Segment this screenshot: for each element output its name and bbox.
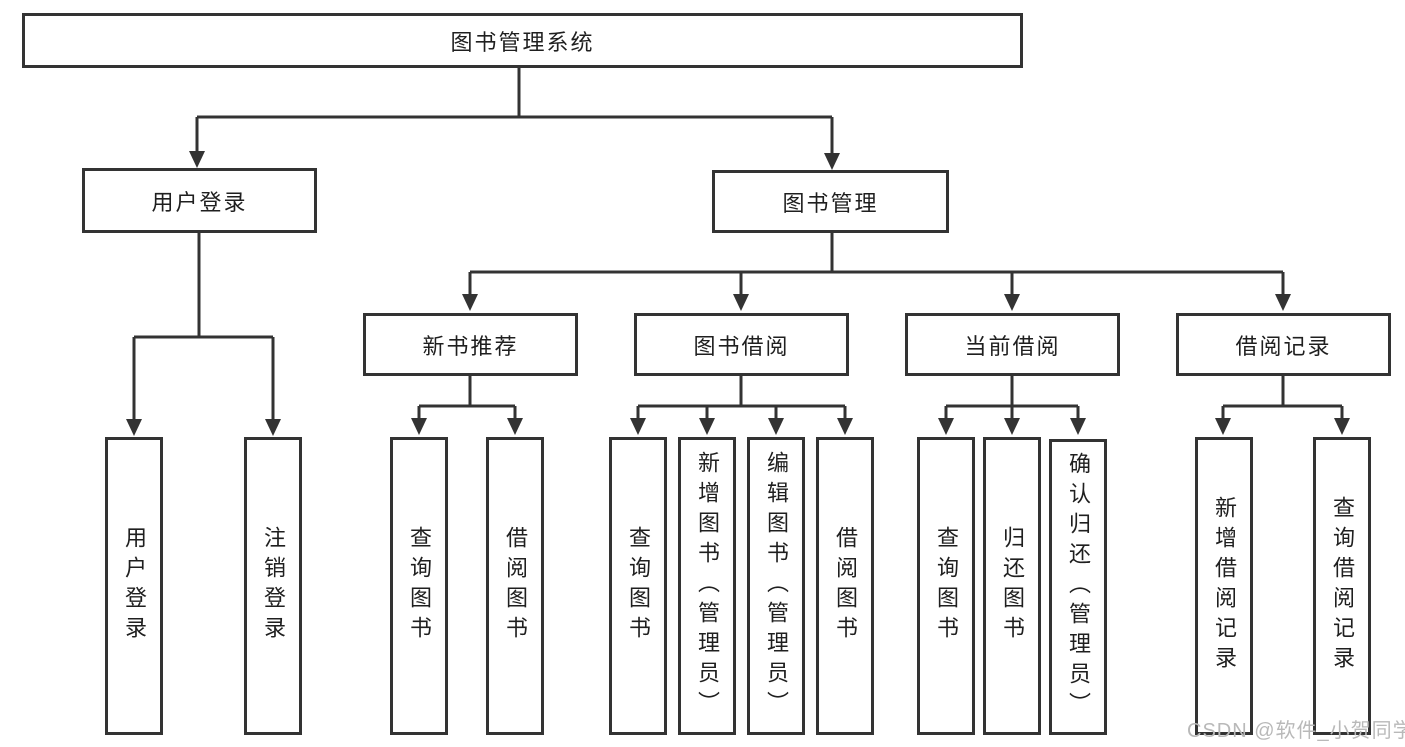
leaf-edit-book-admin-label: 编辑图书（管理员） <box>764 451 789 721</box>
leaf-logout: 注销登录 <box>244 437 302 735</box>
leaf-borrow-books-borrowing-label: 借阅图书 <box>833 526 858 646</box>
leaf-borrow-books-recommend: 借阅图书 <box>486 437 544 735</box>
node-new-book-recommendation: 新书推荐 <box>363 313 578 376</box>
leaf-edit-book-admin: 编辑图书（管理员） <box>747 437 805 735</box>
leaf-add-borrow-record-label: 新增借阅记录 <box>1212 496 1237 676</box>
leaf-query-books-borrowing-label: 查询图书 <box>626 526 651 646</box>
node-new-book-recommendation-label: 新书推荐 <box>422 333 519 359</box>
node-root: 图书管理系统 <box>22 13 1023 68</box>
leaf-query-books-borrowing: 查询图书 <box>609 437 667 735</box>
leaf-borrow-books-recommend-label: 借阅图书 <box>503 526 528 646</box>
leaf-query-books-current-label: 查询图书 <box>934 526 959 646</box>
leaf-confirm-return-admin: 确认归还（管理员） <box>1049 439 1107 735</box>
leaf-user-login: 用户登录 <box>105 437 163 735</box>
leaf-query-borrow-record-label: 查询借阅记录 <box>1330 496 1355 676</box>
node-book-borrowing: 图书借阅 <box>634 313 849 376</box>
watermark: CSDN @软件_小贺同学 <box>1187 720 1405 742</box>
node-user-login: 用户登录 <box>82 168 317 233</box>
node-borrowing-records-label: 借阅记录 <box>1235 333 1332 359</box>
leaf-add-book-admin-label: 新增图书（管理员） <box>695 451 720 721</box>
node-book-management: 图书管理 <box>712 170 949 233</box>
leaf-add-borrow-record: 新增借阅记录 <box>1195 437 1253 735</box>
node-book-borrowing-label: 图书借阅 <box>693 333 790 359</box>
leaf-query-books-current: 查询图书 <box>917 437 975 735</box>
leaf-user-login-label: 用户登录 <box>122 526 147 646</box>
node-root-label: 图书管理系统 <box>450 29 595 55</box>
leaf-return-book-label: 归还图书 <box>1000 526 1025 646</box>
node-borrowing-records: 借阅记录 <box>1176 313 1391 376</box>
node-user-login-label: 用户登录 <box>151 189 248 215</box>
node-book-management-label: 图书管理 <box>782 190 879 216</box>
node-current-borrowing-label: 当前借阅 <box>964 333 1061 359</box>
leaf-query-books-recommend: 查询图书 <box>390 437 448 735</box>
node-current-borrowing: 当前借阅 <box>905 313 1120 376</box>
leaf-borrow-books-borrowing: 借阅图书 <box>816 437 874 735</box>
leaf-add-book-admin: 新增图书（管理员） <box>678 437 736 735</box>
leaf-query-books-recommend-label: 查询图书 <box>407 526 432 646</box>
leaf-return-book: 归还图书 <box>983 437 1041 735</box>
leaf-query-borrow-record: 查询借阅记录 <box>1313 437 1371 735</box>
leaf-confirm-return-admin-label: 确认归还（管理员） <box>1066 452 1091 722</box>
leaf-logout-label: 注销登录 <box>261 526 286 646</box>
